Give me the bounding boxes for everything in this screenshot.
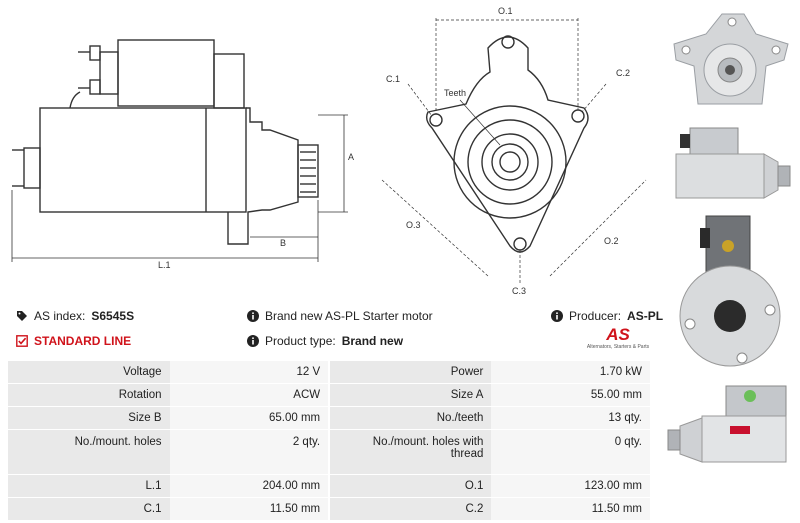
spec-key: Rotation	[8, 383, 170, 407]
standard-line-label: STANDARD LINE	[34, 334, 132, 348]
as-index-value: S6545S	[91, 309, 135, 323]
info-icon	[551, 310, 563, 322]
spec-key: O.1	[329, 474, 492, 498]
product-type-value: Brand new	[341, 334, 404, 348]
spec-key: L.1	[8, 474, 170, 498]
spec-key: Size A	[329, 383, 492, 407]
front-view-drawing: O.1 C.1 C.2 Teeth O.3 O.2 C.3	[381, 6, 647, 296]
label-c3: C.3	[512, 286, 526, 296]
spec-value: 1.70 kW	[491, 361, 650, 384]
product-photo-rear[interactable]	[666, 212, 794, 372]
spec-key: Size B	[8, 406, 170, 430]
spec-value: 13 qty.	[491, 406, 650, 430]
producer-value: AS-PL	[627, 309, 664, 323]
spec-value: 55.00 mm	[491, 383, 650, 407]
product-type-label: Product type:	[265, 334, 336, 348]
spec-value: ACW	[169, 383, 329, 407]
label-o2: O.2	[604, 236, 619, 246]
spec-value: 12 V	[169, 361, 329, 384]
spec-key: Voltage	[8, 361, 170, 384]
label-c2: C.2	[616, 68, 630, 78]
label-o3: O.3	[406, 220, 421, 230]
producer-label: Producer:	[569, 309, 622, 323]
spec-separator	[328, 361, 330, 384]
logo-tagline: Alternators, Starters & Parts	[586, 344, 650, 350]
spec-key: C.2	[329, 497, 492, 521]
spec-separator	[328, 474, 330, 498]
spec-value: 11.50 mm	[169, 497, 329, 521]
spec-value: 11.50 mm	[491, 497, 650, 521]
spec-value: 2 qty.	[169, 429, 329, 475]
spec-key: C.1	[8, 497, 170, 521]
tag-icon	[17, 311, 27, 321]
as-index-label: AS index:	[34, 309, 86, 323]
info-icon	[247, 335, 259, 347]
description-text: Brand new AS-PL Starter motor	[265, 309, 433, 323]
checkbox-checked-icon	[16, 335, 28, 347]
spec-separator	[328, 429, 330, 475]
label-o1: O.1	[498, 6, 513, 16]
spec-separator	[328, 406, 330, 430]
product-photo-front[interactable]	[666, 4, 794, 120]
side-view-drawing: A B L.1	[11, 39, 354, 270]
spec-key: Power	[329, 361, 492, 384]
spec-value: 123.00 mm	[491, 474, 650, 498]
spec-separator	[328, 383, 330, 407]
label-l1: L.1	[158, 260, 171, 270]
label-a: A	[348, 152, 354, 162]
label-c1: C.1	[386, 74, 400, 84]
as-pl-logo: AS Alternators, Starters & Parts	[586, 326, 650, 356]
spec-key: No./mount. holes with thread	[329, 429, 492, 475]
product-photo-angle[interactable]	[666, 378, 794, 474]
product-type-row: Product type: Brand new	[247, 334, 403, 348]
spec-key: No./mount. holes	[8, 429, 170, 475]
spec-value: 65.00 mm	[169, 406, 329, 430]
spec-separator	[328, 497, 330, 521]
label-teeth: Teeth	[444, 88, 466, 98]
label-b: B	[280, 238, 286, 248]
logo-mark: AS	[606, 325, 630, 344]
line-row: STANDARD LINE	[16, 334, 131, 348]
spec-value: 204.00 mm	[169, 474, 329, 498]
spec-key: No./teeth	[329, 406, 492, 430]
as-index-row: AS index: S6545S	[16, 309, 134, 323]
producer-row: Producer: AS-PL	[551, 309, 663, 323]
spec-value: 0 qty.	[491, 429, 650, 475]
description-row: Brand new AS-PL Starter motor	[247, 309, 433, 323]
info-icon	[247, 310, 259, 322]
product-photo-side[interactable]	[666, 124, 794, 210]
